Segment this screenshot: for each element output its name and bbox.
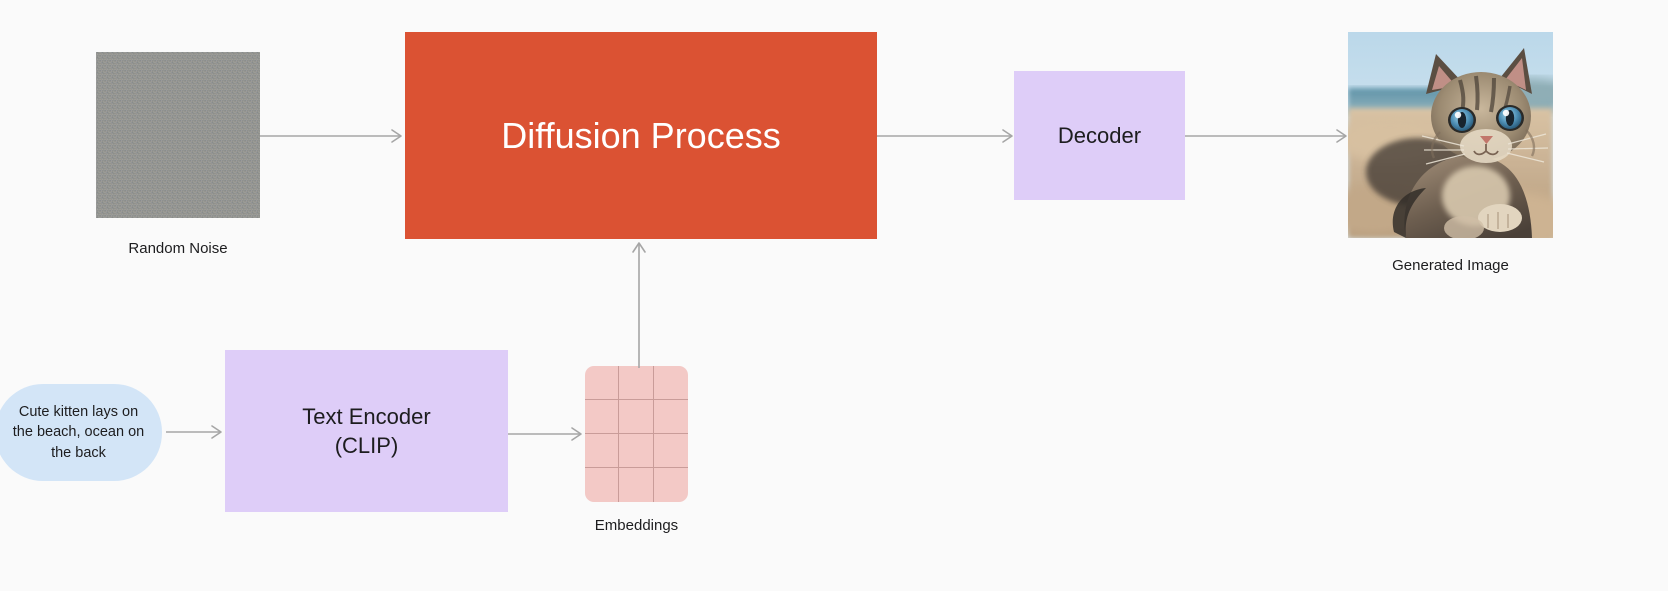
- embedding-cell: [654, 468, 688, 502]
- embedding-cell: [585, 434, 620, 468]
- embeddings-grid[interactable]: [585, 366, 688, 502]
- arrow-embeddings-to-diffusion: [632, 242, 646, 368]
- embedding-cell: [653, 366, 688, 400]
- random-noise-caption: Random Noise: [128, 240, 228, 257]
- arrow-prompt-to-text-encoder: [166, 425, 222, 439]
- diffusion-process-label: Diffusion Process: [501, 114, 781, 156]
- arrow-text-encoder-to-embeddings: [508, 427, 582, 441]
- embeddings-caption: Embeddings: [594, 517, 679, 534]
- prompt-bubble[interactable]: Cute kitten lays on the beach, ocean on …: [0, 384, 162, 481]
- embedding-cell: [653, 434, 688, 468]
- decoder-node[interactable]: Decoder: [1014, 71, 1185, 200]
- embedding-cell: [585, 366, 620, 400]
- embedding-cell: [619, 366, 654, 400]
- embedding-cell: [619, 400, 654, 434]
- diffusion-process-node[interactable]: Diffusion Process: [405, 32, 877, 239]
- prompt-text: Cute kitten lays on the beach, ocean on …: [12, 403, 145, 461]
- random-noise-image[interactable]: [96, 52, 260, 218]
- generated-image-caption: Generated Image: [1392, 257, 1509, 274]
- text-encoder-label: Text Encoder (CLIP): [302, 403, 431, 458]
- embedding-cell: [585, 400, 620, 434]
- decoder-label: Decoder: [1057, 122, 1142, 148]
- embedding-cell: [619, 434, 654, 468]
- embedding-cell: [585, 468, 620, 502]
- text-encoder-node[interactable]: Text Encoder (CLIP): [225, 350, 508, 512]
- generated-image[interactable]: [1348, 32, 1553, 238]
- arrow-noise-to-diffusion: [260, 129, 402, 143]
- arrow-decoder-to-generated-image: [1185, 129, 1347, 143]
- embedding-cell: [619, 468, 654, 502]
- arrow-diffusion-to-decoder: [877, 129, 1013, 143]
- embedding-cell: [653, 400, 688, 434]
